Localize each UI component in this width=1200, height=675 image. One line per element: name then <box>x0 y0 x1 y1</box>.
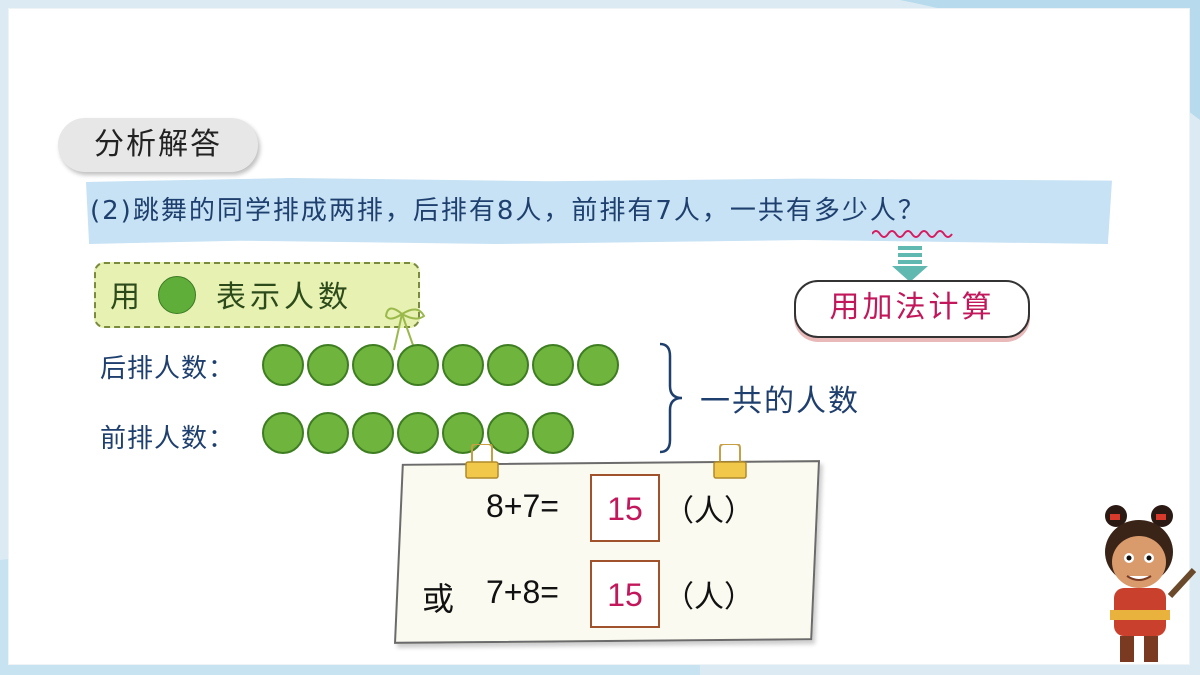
person-dot <box>487 344 529 386</box>
total-label: 一共的人数 <box>700 384 860 419</box>
person-dot <box>352 412 394 454</box>
person-dot <box>577 344 619 386</box>
person-dot <box>532 344 574 386</box>
answer-box-2: 15 <box>590 560 660 628</box>
person-dot <box>487 412 529 454</box>
legend-box <box>94 262 420 328</box>
unit-1: （人） <box>664 494 754 529</box>
legend-suffix: 表示人数 <box>216 280 352 315</box>
person-dot <box>262 412 304 454</box>
legend-dot-icon <box>158 276 196 314</box>
or-label: 或 <box>422 580 455 618</box>
answer-box-1: 15 <box>590 474 660 542</box>
person-dot <box>442 412 484 454</box>
question-banner <box>86 178 1112 244</box>
front-row-label: 前排人数： <box>100 424 236 454</box>
section-title: 分析解答 <box>58 118 258 172</box>
person-dot <box>352 344 394 386</box>
equation-1: 8+7= <box>486 488 559 524</box>
person-dot <box>397 344 439 386</box>
person-dot <box>307 412 349 454</box>
person-dot <box>397 412 439 454</box>
cartoon-character-illustration <box>1105 505 1196 662</box>
unit-2: （人） <box>664 580 754 615</box>
question-text: (2)跳舞的同学排成两排，后排有8人，前排有7人，一共有多少人？ <box>90 196 926 226</box>
person-dot <box>262 344 304 386</box>
back-row-label: 后排人数： <box>100 354 236 384</box>
wavy-underline <box>872 230 953 238</box>
person-dot <box>532 412 574 454</box>
person-dot <box>307 344 349 386</box>
method-label: 用加法计算 <box>794 280 1030 338</box>
person-dot <box>442 344 484 386</box>
binder-clip-icon <box>465 444 499 479</box>
right-brace-icon <box>659 342 683 454</box>
ribbon-bow-icon <box>384 307 426 351</box>
binder-clip-icon <box>713 444 747 479</box>
back-row-dots <box>262 344 619 386</box>
equation-2: 7+8= <box>486 574 559 610</box>
front-row-dots <box>262 412 574 454</box>
arrow-down-icon <box>892 246 928 282</box>
legend-prefix: 用 <box>110 280 140 315</box>
